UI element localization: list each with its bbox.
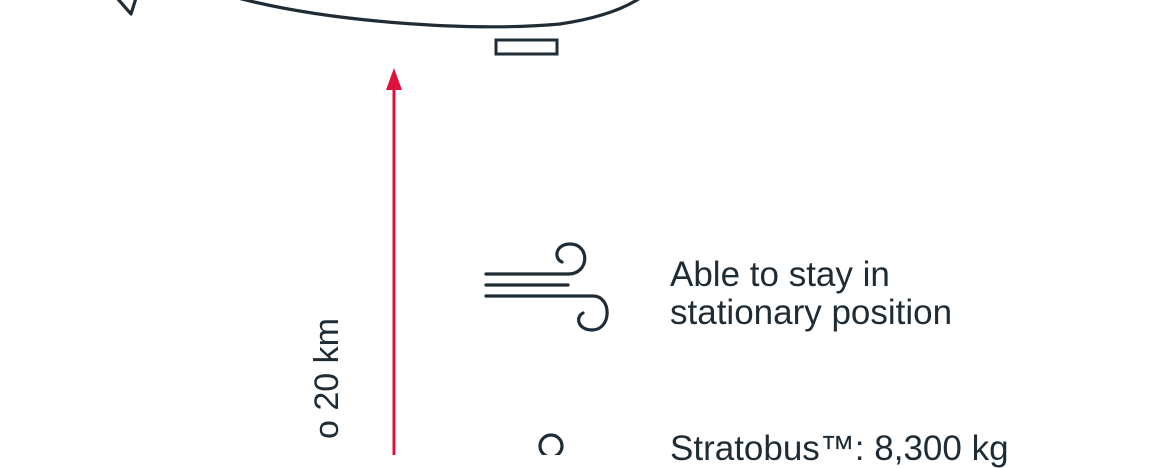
wind-icon xyxy=(484,242,609,332)
stratobus-diagram xyxy=(116,0,640,455)
feature-stationary-line2: stationary position xyxy=(670,293,953,332)
airship-gondola xyxy=(494,38,559,56)
feature-weight-line1: Stratobus™: 8,300 kg xyxy=(670,429,1009,468)
airship-hull xyxy=(239,0,640,29)
altitude-arrow-head xyxy=(386,68,402,90)
feature-stationary-line1: Able to stay in xyxy=(670,255,890,294)
feature-weight-text: Stratobus™: 8,300 kg xyxy=(670,430,1009,468)
feature-stationary-text: Able to stay in stationary position xyxy=(670,256,952,332)
weight-icon xyxy=(538,433,564,455)
airship-tail-fin xyxy=(116,0,138,16)
altitude-label: o 20 km xyxy=(308,318,346,439)
